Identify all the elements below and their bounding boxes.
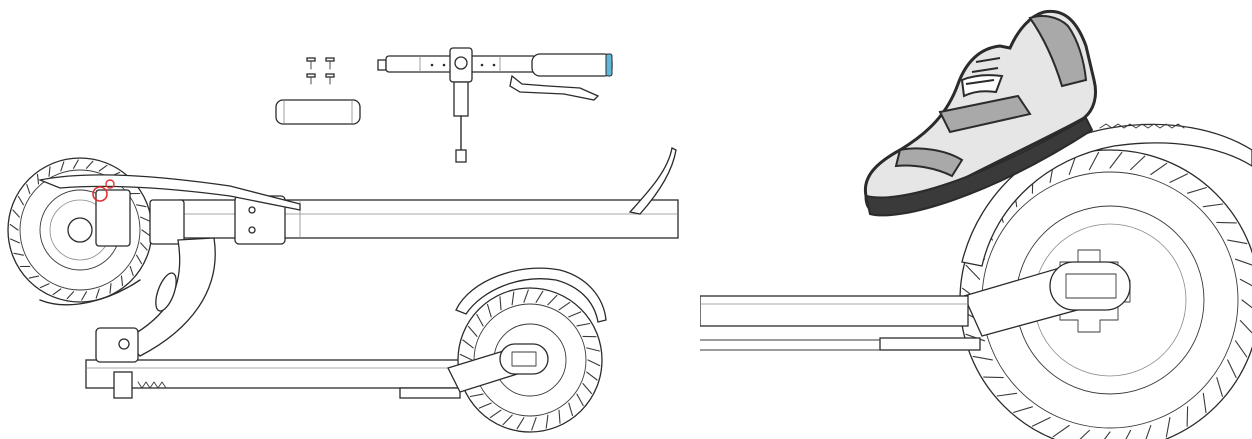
tire-tread-mark [81, 291, 88, 301]
tire-tread-mark [120, 275, 124, 287]
tire-tread-mark [1241, 299, 1252, 309]
tire-tread-mark [17, 195, 24, 206]
tire-tread-mark [1186, 406, 1189, 427]
tire-tread-mark [1088, 151, 1100, 171]
tire-tread-mark [983, 376, 1004, 379]
tire-tread-mark [1103, 431, 1111, 439]
tire-tread-mark [516, 417, 525, 430]
tire-tread-mark [462, 339, 474, 349]
tire-tread-mark [28, 275, 40, 279]
tire-tread-mark [523, 289, 529, 303]
tire-tread-mark [1079, 429, 1090, 439]
tire-tread-mark [547, 294, 558, 306]
tire-tread-mark [1068, 155, 1077, 176]
tire-tread-mark [1052, 424, 1070, 438]
tire-tread-mark [467, 325, 478, 337]
handlebar [377, 47, 613, 163]
rear-fender [447, 267, 607, 393]
screw-icon [306, 57, 335, 85]
tire-tread-mark [1125, 429, 1132, 439]
folded-scooter-panel [7, 47, 679, 433]
tire-tread-mark [531, 417, 537, 431]
tire-tread-mark [1227, 239, 1248, 245]
tire-tread-mark [12, 209, 20, 218]
tire-tread-mark [85, 160, 94, 169]
tire-tread-mark [10, 238, 20, 244]
tire-tread-mark [1187, 187, 1207, 194]
tire-tread-mark [469, 393, 484, 398]
tire-tread-mark [13, 252, 24, 256]
deck [85, 327, 461, 399]
shoe-icon [863, 9, 1098, 217]
tire-tread-mark [965, 264, 981, 280]
tire-tread-mark [478, 402, 492, 409]
tire-tread-mark [568, 402, 574, 417]
tire-tread-mark [535, 290, 544, 303]
tire-tread-mark [48, 166, 51, 177]
tire-tread-mark [98, 164, 108, 172]
rear-dropout [963, 261, 1131, 337]
tire-tread-mark [486, 303, 492, 318]
handlebar-grip [275, 99, 361, 125]
tire-tread-mark [568, 311, 582, 318]
tire-tread-mark [66, 291, 75, 300]
tire-tread-mark [1165, 417, 1171, 438]
tire-tread-mark [1216, 377, 1223, 397]
tire-tread-mark [502, 414, 513, 426]
tire-tread-mark [545, 414, 549, 429]
tire-tread-mark [1239, 278, 1252, 287]
tire-tread-mark [576, 322, 591, 327]
tire-tread-mark [1130, 155, 1146, 171]
tire-tread-mark [1013, 406, 1033, 413]
tire-tread-mark [1234, 258, 1252, 266]
tire-tread-mark [499, 296, 502, 311]
deck-closeup [700, 295, 981, 351]
tire-tread-mark [95, 288, 100, 299]
tire-tread-mark [140, 216, 150, 222]
tire-tread-mark [587, 359, 601, 367]
folded-stem [179, 147, 679, 245]
tire-tread-mark [141, 229, 151, 237]
tire-tread-mark [972, 355, 993, 361]
tire-tread-mark [109, 283, 112, 294]
tire-tread-mark [9, 223, 19, 231]
folding-arm [122, 237, 216, 357]
tire-tread-mark [129, 265, 134, 277]
tire-tread-mark [459, 353, 473, 361]
tire-tread-mark [558, 409, 561, 424]
tire-tread-mark [136, 254, 143, 265]
tire-tread-mark [558, 301, 571, 311]
tire-tread-mark [72, 159, 79, 169]
tire-tread-mark [39, 283, 50, 289]
tire-tread-mark [140, 242, 148, 251]
tire-tread-mark [60, 161, 65, 172]
tire-tread-mark [1202, 392, 1207, 414]
tire-tread-mark [582, 383, 593, 395]
tire-tread-mark [26, 183, 31, 195]
tire-tread-mark [489, 409, 502, 419]
foot-brake-drawing [700, 9, 1252, 439]
tire-tread-mark [1109, 151, 1123, 169]
folded-scooter-drawing [7, 47, 679, 433]
tire-tread-mark [586, 371, 598, 381]
tire-tread-mark [1202, 203, 1224, 208]
tire-tread-mark [1169, 173, 1189, 183]
tire-tread-mark [1234, 340, 1248, 358]
tire-tread-mark [52, 288, 62, 296]
tire-tread-mark [576, 393, 584, 407]
tire-tread-mark [36, 173, 40, 185]
tire-tread-mark [1227, 359, 1237, 379]
tire-tread-mark [476, 313, 484, 327]
tire-tread-mark [1145, 424, 1152, 439]
foot-brake-panel [700, 0, 1252, 439]
tire-tread-mark [1216, 221, 1237, 224]
tire-tread-mark [996, 392, 1018, 397]
tire-tread-mark [136, 204, 147, 208]
tire-tread-mark [511, 291, 515, 306]
front-fork [37, 174, 301, 306]
tire-tread-mark [1150, 162, 1168, 176]
tire-tread-mark [586, 347, 600, 352]
tire-tread-mark [1031, 417, 1051, 427]
